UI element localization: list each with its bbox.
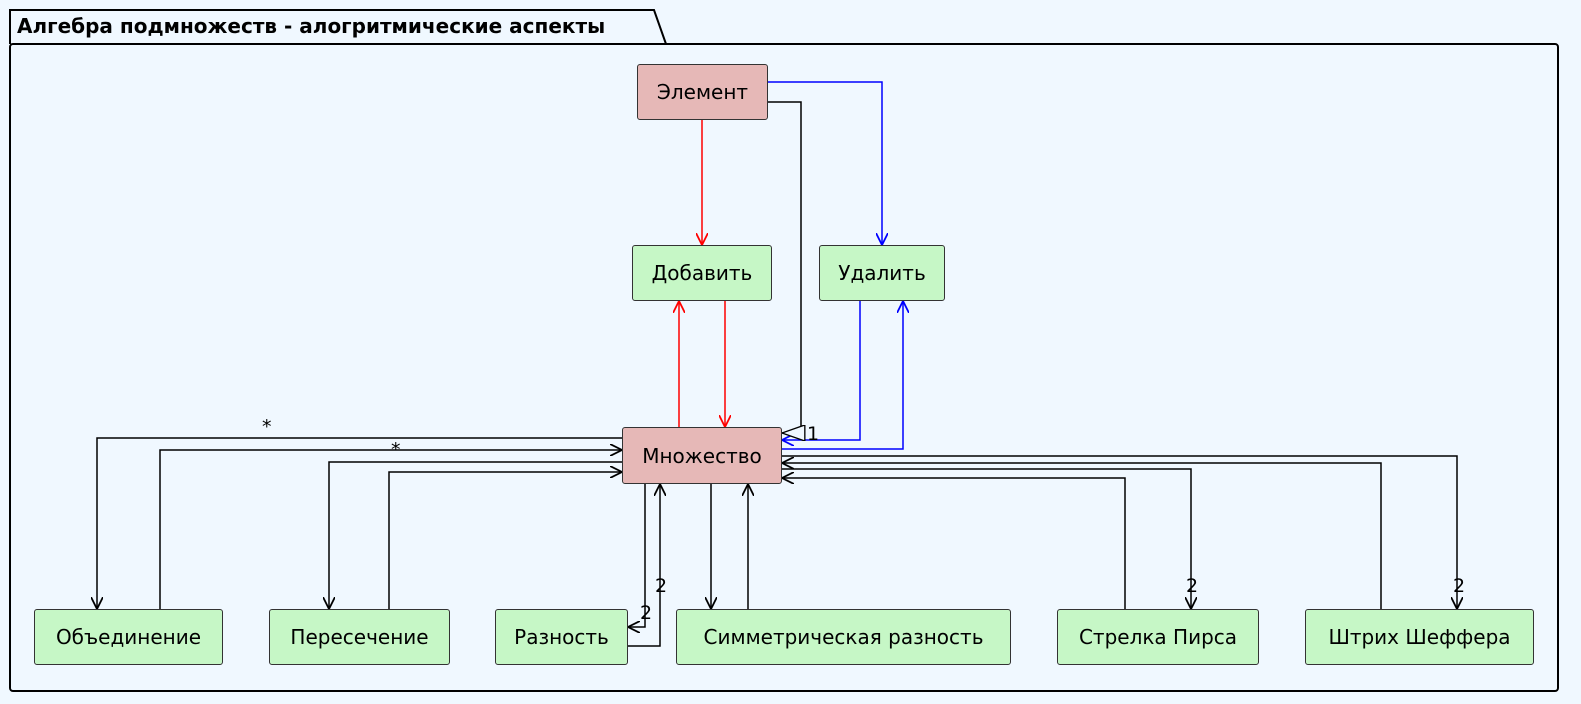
edge-set-to-peirce — [782, 468, 1191, 609]
op-difference[interactable]: Разность — [495, 609, 628, 665]
package-title: Алгебра подмножеств - алогритмические ас… — [17, 14, 605, 38]
mult-difference-out: 2 — [640, 602, 652, 624]
op-union[interactable]: Объединение — [34, 609, 223, 665]
edge-set-to-intersection — [329, 461, 622, 609]
op-sheffer-stroke[interactable]: Штрих Шеффера — [1305, 609, 1534, 665]
edge-sheffer-to-set — [782, 463, 1382, 609]
package-tab — [9, 9, 667, 45]
edge-element-to-remove — [768, 81, 882, 245]
op-add[interactable]: Добавить — [632, 245, 772, 301]
op-intersection[interactable]: Пересечение — [269, 609, 450, 665]
mult-peirce-in: 2 — [1186, 575, 1198, 597]
class-set[interactable]: Множество — [622, 427, 782, 484]
mult-sheffer-in: 2 — [1453, 575, 1465, 597]
mult-element-to-set: 1 — [807, 423, 819, 445]
op-peirce-arrow[interactable]: Стрелка Пирса — [1057, 609, 1259, 665]
op-symmetric-difference[interactable]: Симметрическая разность — [676, 609, 1011, 665]
mult-union-in: * — [391, 439, 401, 461]
edge-difference-to-set — [628, 484, 660, 647]
edge-remove-to-set — [782, 301, 861, 440]
mult-difference-in: 2 — [655, 575, 667, 597]
edge-intersection-to-set — [388, 472, 622, 609]
class-element[interactable]: Элемент — [637, 64, 768, 120]
edge-set-to-remove — [782, 301, 903, 450]
edge-union-to-set — [159, 450, 622, 609]
edge-element-inherits-set — [768, 101, 801, 433]
mult-union-out: * — [262, 416, 272, 438]
package-frame — [9, 43, 1559, 692]
edge-set-to-sheffer — [782, 455, 1457, 609]
edge-set-to-union — [97, 437, 622, 609]
edge-set-to-difference — [628, 484, 646, 627]
op-remove[interactable]: Удалить — [819, 245, 945, 301]
edge-peirce-to-set — [782, 478, 1126, 609]
